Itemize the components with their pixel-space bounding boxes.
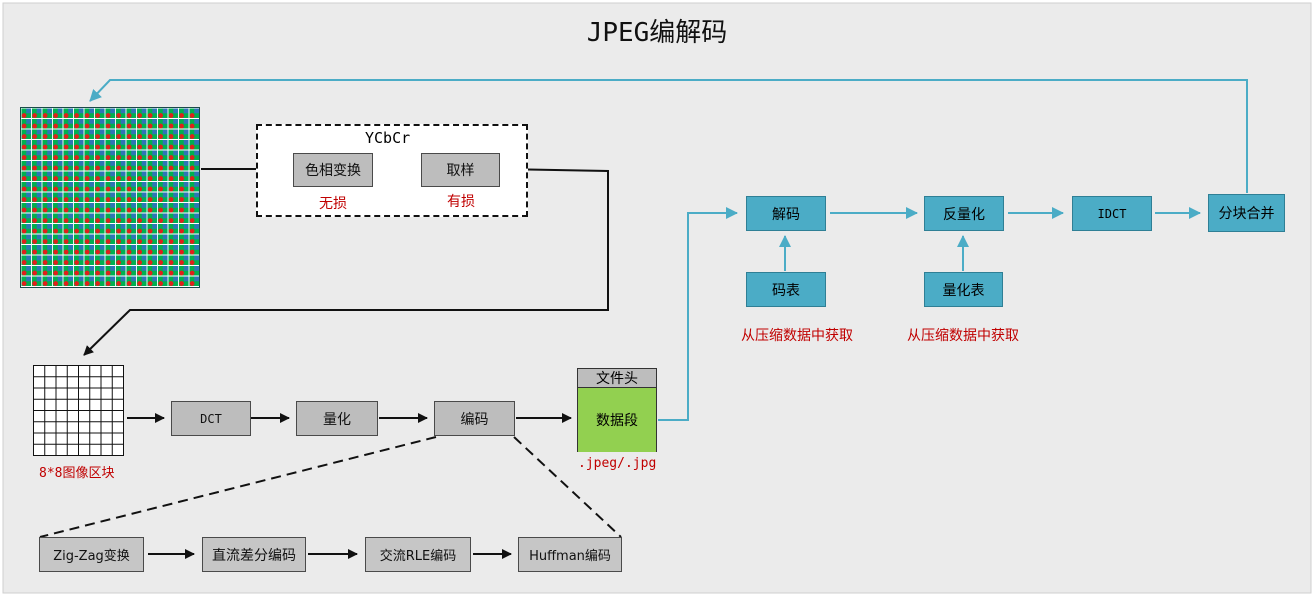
coding-expansion-lines <box>39 436 622 538</box>
quantize-box: 量化 <box>296 401 378 436</box>
lossy-label: 有损 <box>447 194 475 210</box>
quant-table-box: 量化表 <box>924 272 1003 307</box>
ac-rle-box: 交流RLE编码 <box>365 537 471 572</box>
ycbcr-label: YCbCr <box>365 129 411 147</box>
idct-box: IDCT <box>1072 196 1152 231</box>
block-8x8-grid <box>33 365 124 456</box>
color-transform-box: 色相变换 <box>293 153 373 187</box>
pixel-image-grid <box>20 107 200 288</box>
dequantize-box: 反量化 <box>924 196 1004 231</box>
encode-arrows <box>83 164 609 559</box>
decode-arrows <box>89 79 1248 421</box>
dct-box: DCT <box>171 401 251 436</box>
file-header: 文件头 <box>578 369 656 388</box>
arrow-sampling-to-block <box>83 168 609 356</box>
arrow-file-to-decode <box>658 207 738 421</box>
code-table-box: 码表 <box>746 272 826 307</box>
dc-differential-box: 直流差分编码 <box>202 537 306 572</box>
lossless-label: 无损 <box>319 196 347 212</box>
data-segment: 数据段 <box>578 388 656 452</box>
jpeg-file: 文件头 数据段 <box>577 368 657 452</box>
arrow-merge-to-pixels <box>89 79 1248 193</box>
decode-box: 解码 <box>746 196 826 231</box>
entropy-coding-box: 编码 <box>434 401 515 436</box>
pixel-mosaic <box>21 108 199 287</box>
file-extension-label: .jpeg/.jpg <box>578 456 657 471</box>
quant-table-source-label: 从压缩数据中获取 <box>907 328 1019 344</box>
diagram-title: JPEG编解码 <box>586 18 728 48</box>
zigzag-box: Zig-Zag变换 <box>39 537 144 572</box>
code-table-source-label: 从压缩数据中获取 <box>741 328 853 344</box>
merge-blocks-box: 分块合并 <box>1208 194 1285 232</box>
block-label: 8*8图像区块 <box>39 466 115 481</box>
huffman-box: Huffman编码 <box>518 537 622 572</box>
sampling-box: 取样 <box>421 153 500 187</box>
